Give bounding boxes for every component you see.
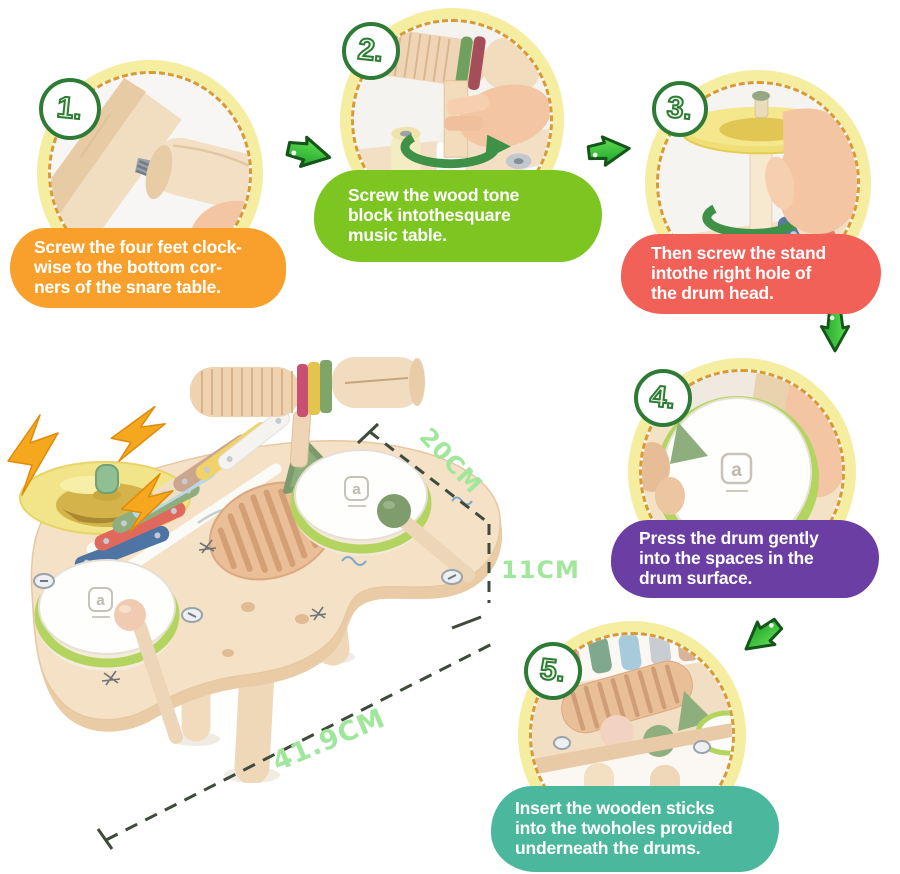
step-4-number-badge: 4. xyxy=(634,369,692,427)
step-number: 1. xyxy=(55,90,85,127)
svg-text:a: a xyxy=(96,592,105,609)
arrow-step4-to-step5-icon xyxy=(744,617,784,651)
step-2-caption-bubble: Screw the wood tone block intothesquare … xyxy=(314,170,602,262)
height-dimension-label: 11CM xyxy=(501,556,580,584)
brand-logo: a xyxy=(88,587,113,618)
svg-text:a: a xyxy=(352,481,361,498)
arrow-step1-to-step2-icon xyxy=(285,135,332,168)
svg-text:a: a xyxy=(731,460,742,481)
step-5-caption: Insert the wooden sticks into the twohol… xyxy=(515,798,733,858)
hand xyxy=(444,84,550,148)
step-1-number-badge: 1. xyxy=(39,78,101,140)
brand-logo: a xyxy=(720,452,753,492)
product-photo-music-table: a a xyxy=(7,357,503,783)
step-number: 5. xyxy=(538,652,568,689)
step-2-number-badge: 2. xyxy=(342,22,400,80)
step-5-number-badge: 5. xyxy=(524,642,582,700)
washer xyxy=(505,153,532,169)
step-2-caption: Screw the wood tone block intothesquare … xyxy=(348,185,520,245)
brand-logo: a xyxy=(344,476,369,507)
rotate-arrow-icon xyxy=(400,133,511,169)
step-1-caption-bubble: Screw the four feet clock- wise to the b… xyxy=(10,228,286,308)
screw-doodles xyxy=(553,736,711,754)
table-leg xyxy=(145,137,249,213)
tone-block xyxy=(190,357,425,468)
table-front-edge xyxy=(532,723,732,775)
arrow-step2-to-step3-icon xyxy=(586,135,631,167)
step-number: 3. xyxy=(665,90,695,127)
pink-mallet-ball xyxy=(600,715,634,749)
screw-doodles xyxy=(33,569,463,623)
hand xyxy=(765,108,857,234)
step-number: 4. xyxy=(648,379,678,416)
step-1-caption: Screw the four feet clock- wise to the b… xyxy=(34,237,242,297)
sound-lightning-icons xyxy=(7,405,174,533)
width-dim-tick xyxy=(96,828,114,850)
step-3-caption: Then screw the stand intothe right hole … xyxy=(651,243,826,303)
step-3-caption-bubble: Then screw the stand intothe right hole … xyxy=(621,234,881,314)
step-3-number-badge: 3. xyxy=(652,81,708,137)
step-4-caption: Press the drum gently into the spaces in… xyxy=(639,528,819,588)
step-number: 2. xyxy=(356,32,386,69)
mallet-heads xyxy=(642,422,708,515)
arrow-step3-down-icon xyxy=(819,310,851,353)
guiro xyxy=(561,660,693,734)
wooden-board xyxy=(51,77,182,251)
step-4-caption-bubble: Press the drum gently into the spaces in… xyxy=(611,520,879,598)
step-5-caption-bubble: Insert the wooden sticks into the twohol… xyxy=(491,786,779,872)
